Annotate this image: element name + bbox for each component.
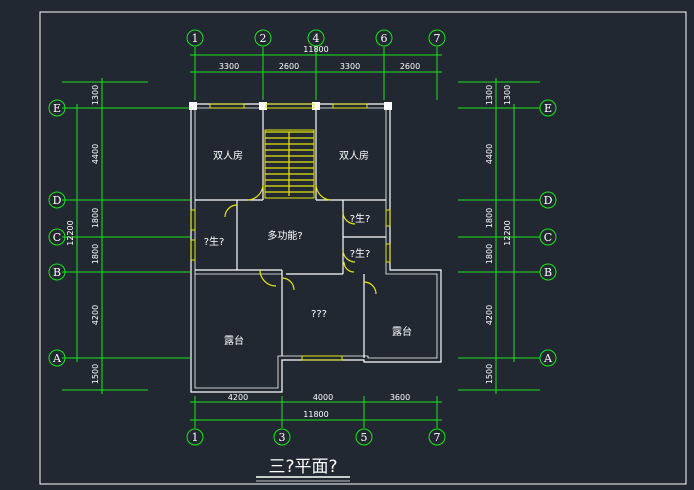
right-dimension-6: 4200	[485, 305, 494, 325]
axis-bubble-top-2: 2	[260, 32, 267, 45]
axis-bubble-top-7: 7	[434, 32, 441, 45]
room-label-multi-function: 多功能?	[267, 229, 302, 242]
left-total-dimension: 12200	[66, 220, 75, 245]
room-label-terrace-left: 露台	[224, 334, 244, 347]
left-dimension-4: 1800	[91, 244, 100, 264]
axis-bubble-top-4: 4	[313, 32, 320, 45]
windows	[190, 103, 391, 361]
axis-bubble-right-E: E	[544, 102, 552, 115]
right-total-dimension: 12200	[503, 220, 512, 245]
drawing-title: 三?平面?	[268, 457, 337, 477]
right-dimension-1: 1300	[485, 85, 494, 105]
drawing-frame	[39, 11, 687, 485]
axis-bubble-bottom-7: 7	[434, 431, 441, 444]
right-dimension-2: 1300	[503, 85, 512, 105]
axis-bubble-bottom-3: 3	[279, 431, 286, 444]
staircase	[264, 129, 315, 199]
bottom-dimension-3: 3600	[390, 393, 410, 402]
left-dimension-6: 1500	[91, 364, 100, 384]
door-swings	[224, 184, 377, 295]
top-axis-bubbles: 1 2 4 6 7	[186, 29, 446, 47]
top-dimension-2: 2600	[279, 62, 299, 71]
top-dimension-4: 2600	[400, 62, 420, 71]
axis-bubble-right-C: C	[544, 231, 552, 244]
top-total-dimension: 11800	[303, 45, 328, 54]
left-dimension-1: 1300	[91, 85, 100, 105]
left-dimension-5: 4200	[91, 305, 100, 325]
bottom-total-dimension: 11800	[303, 410, 328, 419]
room-label-unknown: ???	[311, 309, 327, 320]
room-label-double-room-right: 双人房	[339, 149, 369, 162]
axis-bubble-left-D: D	[53, 194, 62, 207]
right-dimension-3: 4400	[485, 144, 494, 164]
axis-bubble-left-B: B	[53, 266, 61, 279]
left-dimension-lines	[62, 78, 190, 394]
right-dimension-4: 1800	[485, 208, 494, 228]
room-label-bath-right-upper: ?生?	[350, 212, 371, 225]
axis-bubble-bottom-5: 5	[361, 431, 368, 444]
room-label-double-room-left: 双人房	[213, 149, 243, 162]
right-dimension-5: 1800	[485, 244, 494, 264]
room-label-bath-right-lower: ?生?	[350, 247, 371, 260]
axis-bubble-top-1: 1	[192, 32, 199, 45]
top-dimension-1: 3300	[219, 62, 239, 71]
axis-bubble-top-6: 6	[381, 32, 388, 45]
axis-bubble-left-E: E	[53, 102, 61, 115]
left-dimension-2: 4400	[91, 144, 100, 164]
right-axis-bubbles: E D C B A	[539, 99, 557, 367]
top-dimension-3: 3300	[340, 62, 360, 71]
right-dimension-7: 1500	[485, 364, 494, 384]
top-dimension-lines	[190, 47, 442, 100]
room-label-terrace-right: 露台	[392, 325, 412, 338]
bottom-dimension-1: 4200	[228, 393, 248, 402]
axis-bubble-left-A: A	[52, 352, 62, 365]
left-axis-bubbles: E D C B A	[48, 99, 66, 367]
axis-bubble-right-A: A	[543, 352, 553, 365]
bottom-axis-bubbles: 1 3 5 7	[186, 428, 446, 446]
room-label-bath-left: ?生?	[204, 235, 225, 248]
axis-bubble-left-C: C	[53, 231, 61, 244]
bottom-dimension-2: 4000	[313, 393, 333, 402]
left-dimension-3: 1800	[91, 208, 100, 228]
axis-bubble-bottom-1: 1	[192, 431, 199, 444]
axis-bubble-right-D: D	[544, 194, 553, 207]
building-walls	[189, 102, 442, 393]
bottom-dimension-lines	[190, 396, 442, 428]
axis-bubble-right-B: B	[544, 266, 552, 279]
right-dimension-lines	[458, 78, 540, 394]
